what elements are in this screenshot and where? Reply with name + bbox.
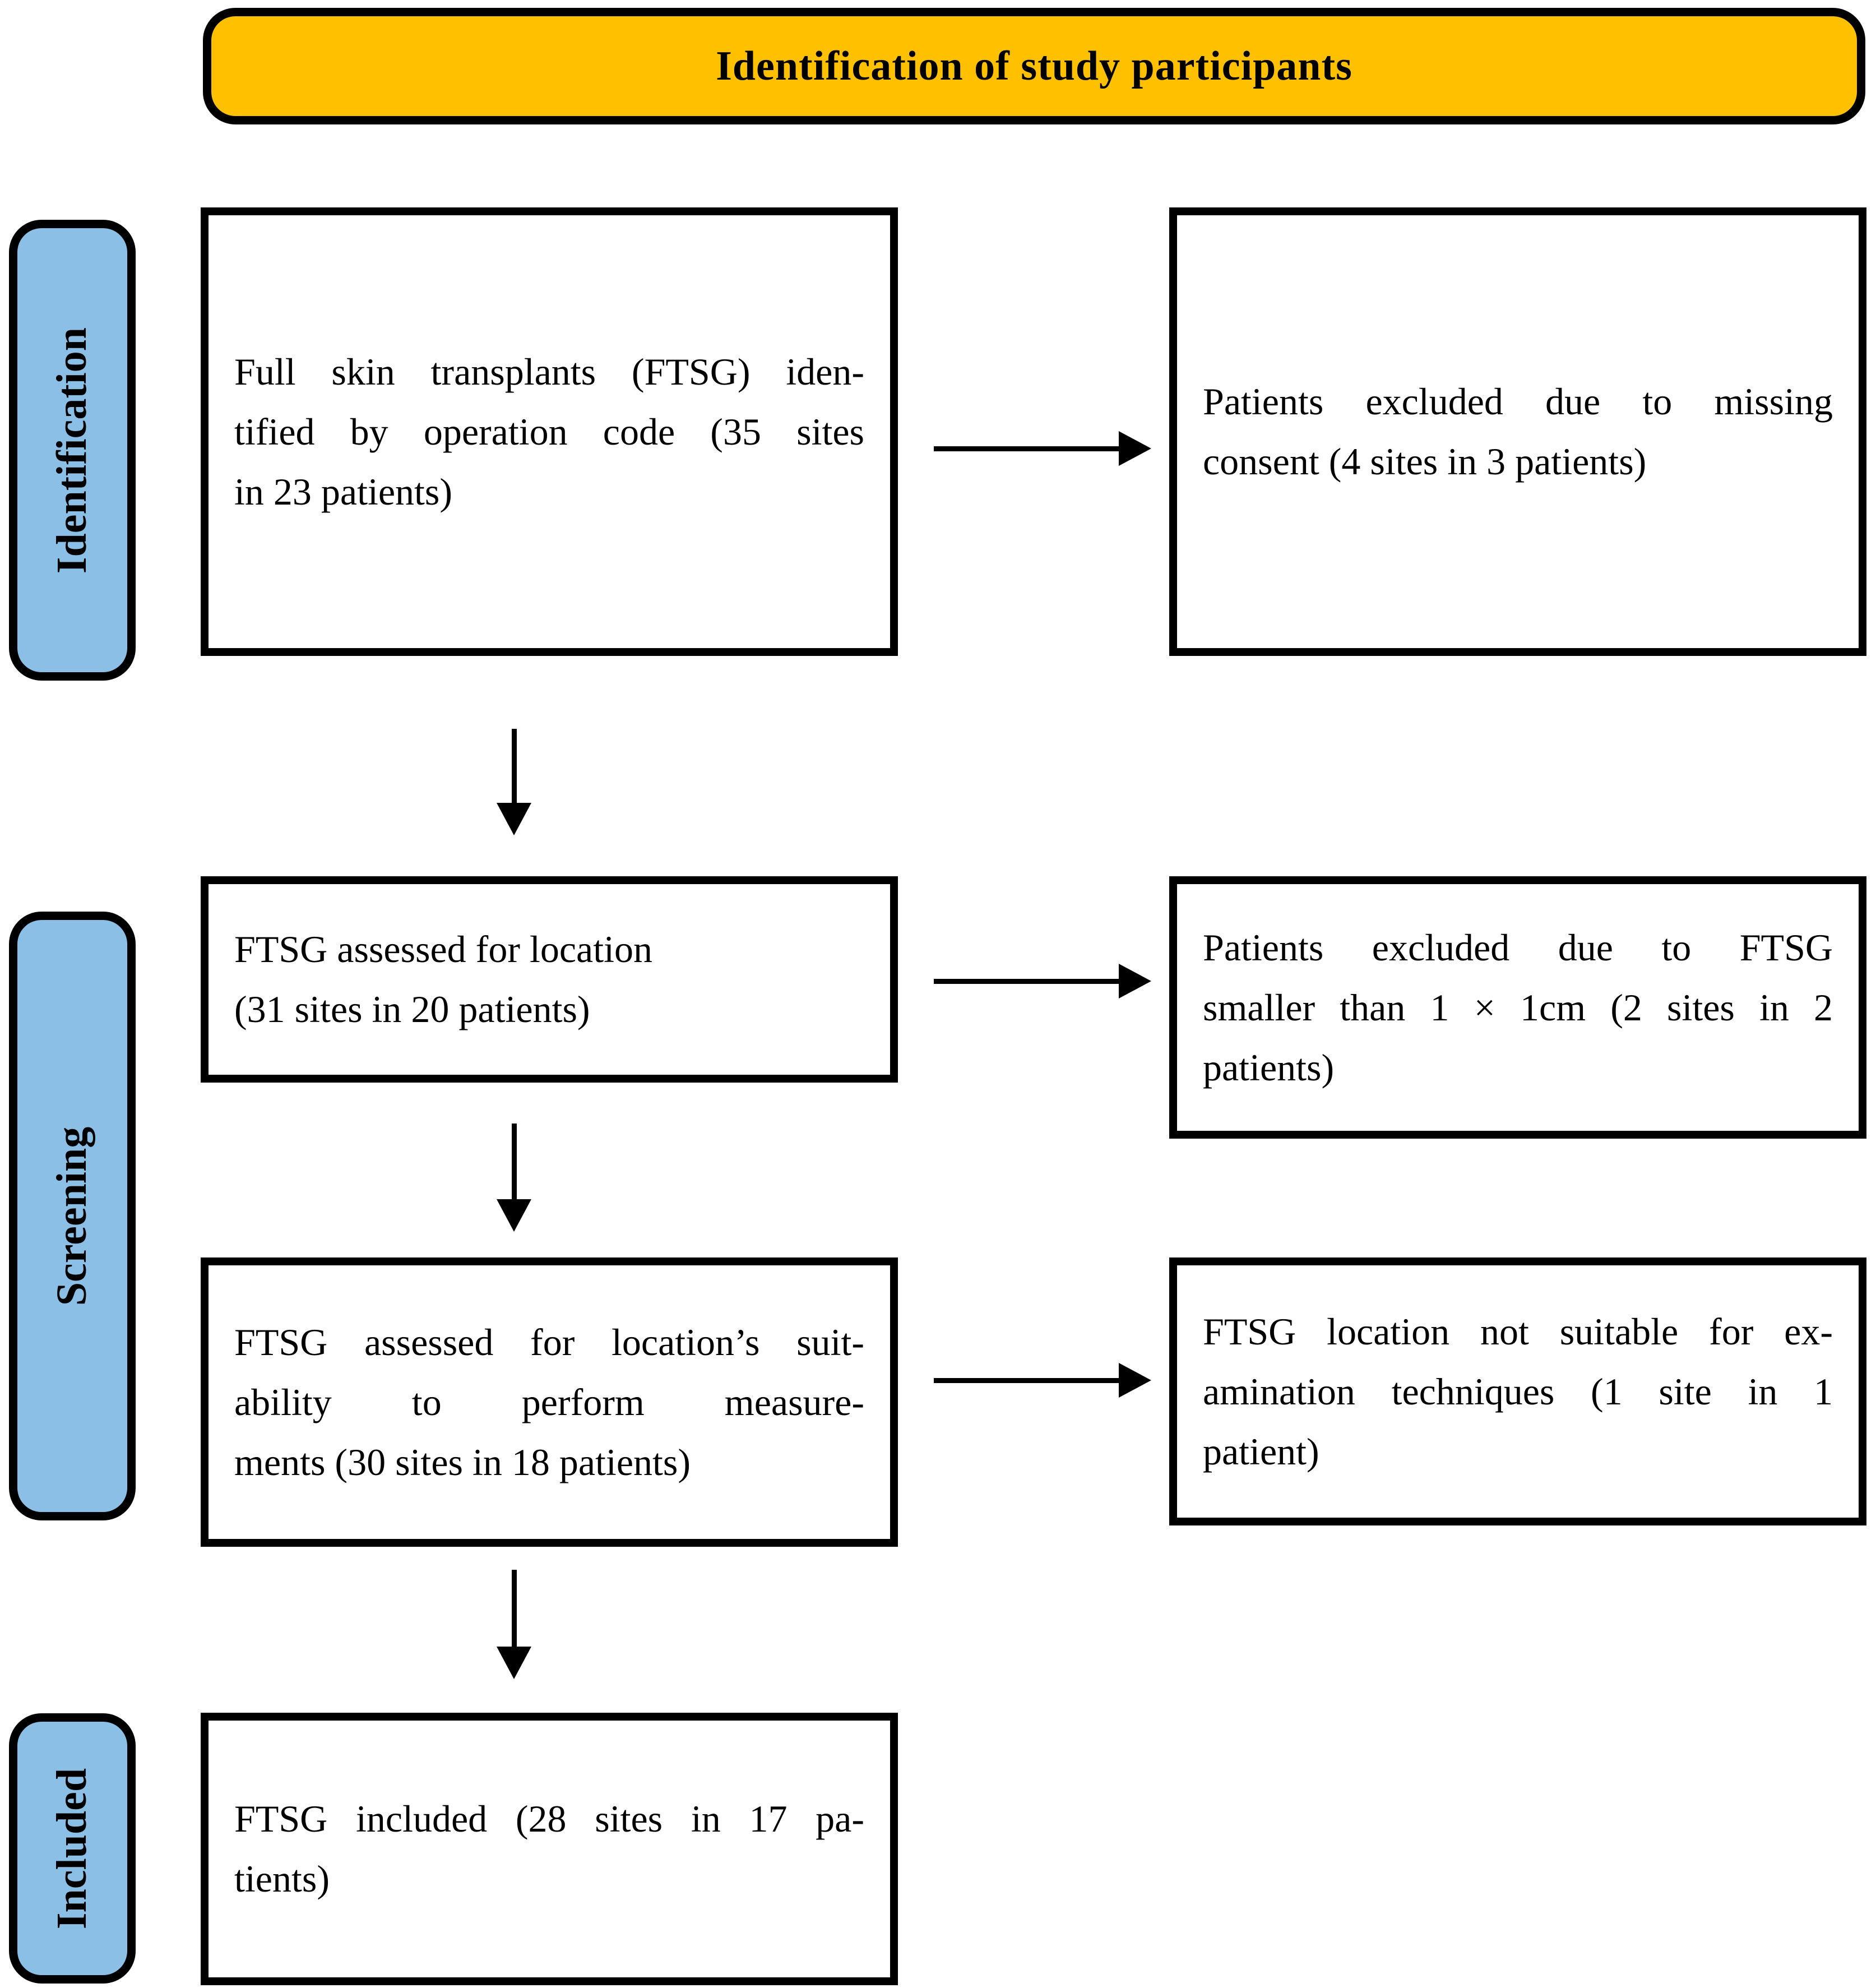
text-line: amination techniques (1 site in 1 (1203, 1370, 1833, 1413)
arrow-line (512, 729, 517, 803)
text-line: consent (4 sites in 3 patients) (1203, 440, 1647, 483)
box-assessed-for-location: FTSG assessed for location (31 sites in … (201, 876, 898, 1083)
text-line: Patients excluded due to missing (1203, 380, 1833, 423)
arrow-head-right-icon (1119, 1363, 1151, 1398)
arrow-line (934, 979, 1119, 984)
stage-label-text: Screening (48, 1126, 96, 1306)
text-line: ability to perform measure- (234, 1380, 864, 1423)
arrow-head-down-icon (497, 1199, 531, 1232)
stage-label-included: Included (9, 1713, 136, 1984)
arrow-head-right-icon (1119, 431, 1151, 466)
arrow-head-down-icon (497, 1647, 531, 1679)
text-line: tients) (234, 1857, 330, 1900)
arrow-head-right-icon (1119, 964, 1151, 998)
arrow-line (934, 446, 1119, 451)
arrow-line (512, 1124, 517, 1199)
text-line: Full skin transplants (FTSG) iden- (234, 350, 864, 393)
text-line: patient) (1203, 1430, 1319, 1473)
text-line: FTSG included (28 sites in 17 pa- (234, 1797, 864, 1840)
text-line: FTSG assessed for location (234, 928, 653, 970)
text-line: smaller than 1 × 1cm (2 sites in 2 (1203, 986, 1833, 1029)
text-line: patients) (1203, 1046, 1335, 1089)
header-title: Identification of study participants (716, 43, 1352, 89)
box-assessed-suitability: FTSG assessed for location’s suit- abili… (201, 1257, 898, 1547)
text-line: FTSG assessed for location’s suit- (234, 1320, 864, 1363)
text-line: ments (30 sites in 18 patients) (234, 1440, 691, 1483)
box-ftsg-included: FTSG included (28 sites in 17 pa- tients… (201, 1713, 898, 1985)
arrow-line (512, 1570, 517, 1647)
text-line: FTSG location not suitable for ex- (1203, 1310, 1833, 1353)
text-line: tified by operation code (35 sites (234, 410, 864, 453)
arrow-head-down-icon (497, 803, 531, 835)
box-excluded-missing-consent: Patients excluded due to missing consent… (1169, 207, 1866, 656)
stage-label-text: Included (48, 1768, 96, 1929)
text-line: Patients excluded due to FTSG (1203, 926, 1833, 969)
box-location-not-suitable: FTSG location not suitable for ex- amina… (1169, 1257, 1866, 1525)
box-excluded-too-small: Patients excluded due to FTSG smaller th… (1169, 876, 1866, 1139)
box-ftsg-identified: Full skin transplants (FTSG) iden- tifie… (201, 207, 898, 656)
header-banner: Identification of study participants (203, 8, 1865, 124)
text-line: in 23 patients) (234, 470, 453, 513)
stage-label-text: Identification (48, 327, 96, 574)
text-line: (31 sites in 20 patients) (234, 988, 590, 1030)
stage-label-screening: Screening (9, 912, 136, 1520)
arrow-line (934, 1378, 1119, 1383)
stage-label-identification: Identification (9, 220, 136, 681)
